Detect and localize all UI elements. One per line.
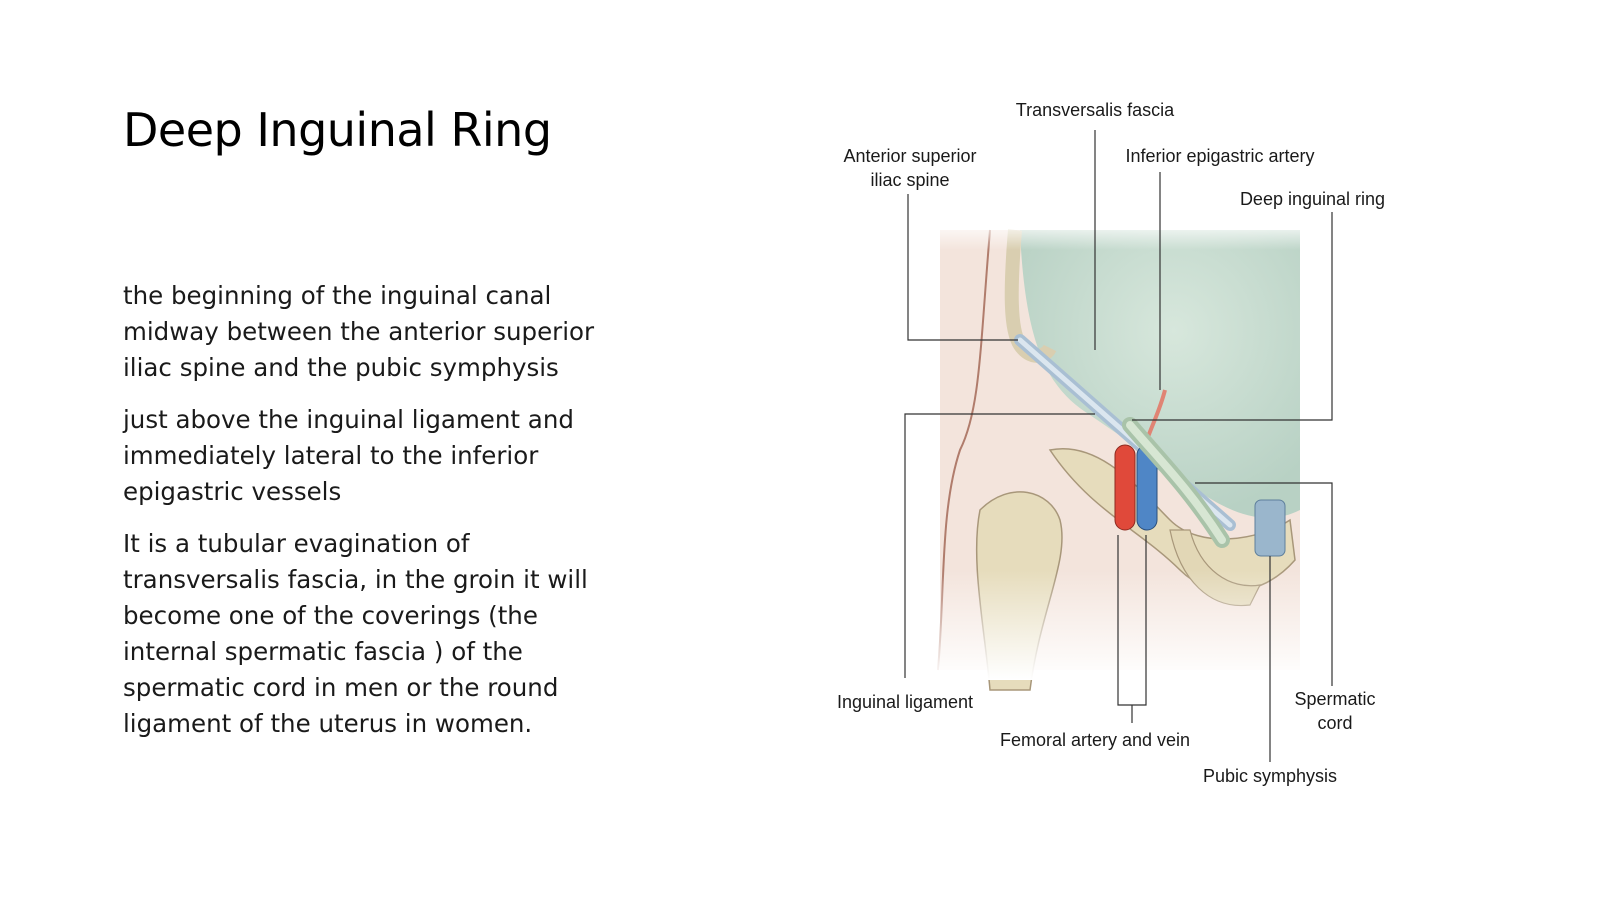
leader-asis (907, 194, 1018, 341)
leader-spermatic-cord (1195, 482, 1333, 686)
leader-deep-ring (1132, 212, 1333, 421)
paragraph-description: It is a tubular evagination of transvers… (123, 529, 588, 738)
slide-body: the beginning of the inguinal canal midw… (123, 278, 623, 758)
label-asis: Anterior superior iliac spine (843, 146, 977, 190)
leader-inguinal-ligament (904, 413, 1095, 678)
label-inferior-epigastric-artery: Inferior epigastric artery (1125, 146, 1315, 166)
slide-title: Deep Inguinal Ring (123, 103, 552, 157)
fade-bottom (930, 570, 1310, 680)
label-transversalis-fascia: Transversalis fascia (1015, 100, 1175, 120)
anatomy-illustration (904, 130, 1333, 762)
label-deep-inguinal-ring: Deep inguinal ring (1239, 189, 1386, 209)
label-pubic-symphysis: Pubic symphysis (1202, 766, 1338, 786)
label-spermatic-cord: Spermatic cord (1294, 689, 1376, 733)
paragraph-relation: just above the inguinal ligament and imm… (123, 405, 574, 506)
anatomy-figure: Transversalis fascia Anterior superior i… (837, 90, 1420, 820)
pubic-symphysis (1254, 499, 1286, 557)
fade-top (930, 220, 1310, 250)
paragraph-location: the beginning of the inguinal canal midw… (123, 281, 595, 382)
label-inguinal-ligament: Inguinal ligament (836, 692, 974, 712)
label-femoral-artery-vein: Femoral artery and vein (999, 730, 1191, 750)
leader-femoral (1117, 535, 1147, 723)
spermatic-cord-highlight (1126, 421, 1226, 544)
femoral-artery (1114, 444, 1136, 531)
